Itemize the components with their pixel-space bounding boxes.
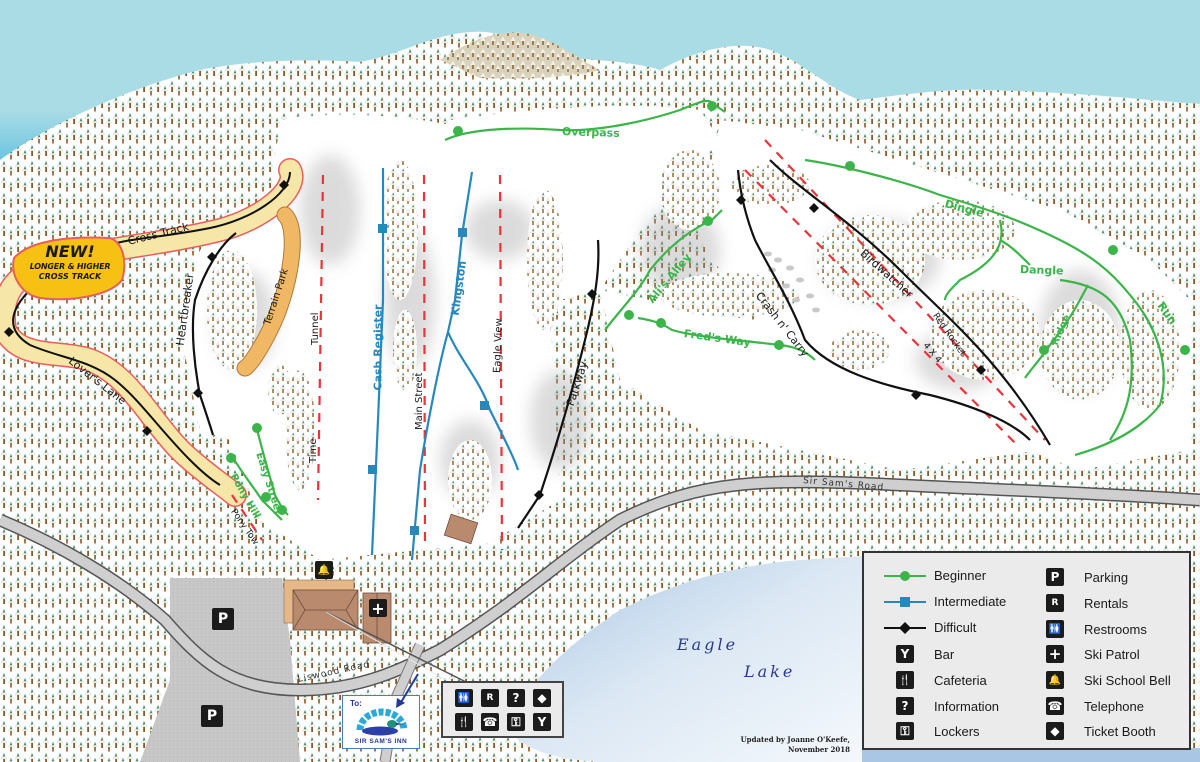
legend-item-restrooms: 🚻 Restrooms (1034, 620, 1147, 638)
legend-item-rentals: R Rentals (1034, 594, 1128, 612)
rentals-icon: R (1046, 594, 1064, 612)
lockers-icon: ⚿ (896, 722, 914, 740)
intermediate-trails (370, 168, 520, 561)
lake-label-line1: Eagle (677, 635, 739, 654)
lodge-amenities-box: 🚻 R ? ◆ 🍴 ☎ ⚿ Y (441, 681, 564, 738)
parking-icon[interactable]: P (212, 608, 234, 630)
legend-label: Bar (934, 646, 955, 662)
credit-line-1: Updated by Joanne O'Keefe, (740, 735, 850, 744)
legend-label: Rentals (1084, 595, 1129, 611)
legend-item-lockers: ⚿ Lockers (884, 722, 980, 740)
ski-school-bell-icon: 🔔 (1046, 671, 1064, 689)
legend-item-difficult: Difficult (884, 620, 976, 635)
legend-item-ticket-booth: ◆ Ticket Booth (1034, 722, 1156, 740)
new-cross-track-badge: NEW! LONGER & HIGHER CROSS TRACK (14, 238, 126, 302)
ski-patrol-icon: + (1046, 645, 1064, 663)
legend-label: Difficult (934, 620, 977, 635)
legend-label: Parking (1084, 569, 1129, 585)
legend-label: Restrooms (1084, 621, 1147, 637)
information-icon: ? (896, 697, 914, 715)
legend-label: Ski School Bell (1084, 672, 1171, 688)
legend-label: Ski Patrol (1084, 646, 1140, 662)
arrow-to-inn-icon (396, 673, 419, 708)
trail-label-overpass[interactable]: Overpass (561, 125, 621, 141)
legend-item-beginner: Beginner (884, 568, 986, 583)
lift-label-tunnel[interactable]: Tunnel (310, 312, 321, 345)
trail-label-cash-register[interactable]: Cash Register (371, 304, 385, 391)
inn-sign-name: SIR SAM'S INN (354, 738, 408, 745)
bar-icon: Y (896, 645, 914, 663)
legend-label: Beginner (934, 568, 987, 583)
badge-headline: NEW! (45, 242, 95, 261)
legend-item-telephone: ☎ Telephone (1034, 697, 1144, 715)
difficult-trails (191, 159, 1051, 529)
legend-item-bar: Y Bar (884, 645, 954, 663)
legend-label: Lockers (934, 723, 980, 739)
lifts (231, 139, 1046, 551)
legend-label: Intermediate (934, 594, 1007, 609)
badge-line-2: CROSS TRACK (38, 272, 102, 281)
ski-school-bell-icon[interactable]: 🔔 (315, 561, 333, 579)
parking-icon[interactable]: P (201, 705, 223, 727)
lift-label-main-street[interactable]: Main Street (414, 372, 425, 430)
distant-peak (440, 32, 600, 79)
new-badge-shape (12, 236, 126, 301)
ticket-booth-icon: ◆ (533, 689, 551, 707)
telephone-icon: ☎ (1046, 697, 1064, 715)
lake-label-line2: Lake (744, 662, 796, 681)
beginner-trail-icon (884, 570, 926, 581)
inn-sign-prefix: To: (350, 699, 362, 708)
lift-label-eagle-view[interactable]: Eagle View (492, 318, 505, 374)
legend-item-information: ? Information (884, 697, 999, 715)
ticket-booth-icon: ◆ (1046, 722, 1064, 740)
cafeteria-icon: 🍴 (455, 713, 473, 731)
legend-item-ski-school-bell: 🔔 Ski School Bell (1034, 671, 1171, 689)
map-credit: Updated by Joanne O'Keefe, November 2018 (738, 735, 850, 755)
eagle-lake (510, 556, 862, 762)
map-legend: Beginner Intermediate Difficult Y Bar 🍴 … (862, 551, 1191, 750)
ski-patrol-icon[interactable]: + (369, 599, 387, 618)
lower-forest (300, 470, 1200, 762)
legend-item-parking: P Parking (1034, 568, 1128, 586)
legend-item-cafeteria: 🍴 Cafeteria (884, 671, 987, 689)
cross-track (0, 158, 304, 507)
information-icon: ? (507, 689, 525, 707)
trail-label-dangle[interactable]: Dangle (1019, 263, 1064, 278)
telephone-icon: ☎ (481, 713, 499, 731)
legend-label: Cafeteria (934, 672, 987, 688)
restrooms-icon: 🚻 (455, 689, 473, 707)
badge-line-1: LONGER & HIGHER (29, 262, 111, 271)
cafeteria-icon: 🍴 (896, 671, 914, 689)
legend-label: Information (934, 698, 1000, 714)
bar-icon: Y (533, 713, 551, 731)
ski-run-clearings (180, 105, 1190, 560)
lift-label-time[interactable]: Time (308, 438, 319, 463)
rentals-icon: R (481, 689, 499, 707)
loon-logo-icon (356, 708, 408, 736)
intermediate-trail-icon (884, 596, 926, 607)
lodge-buildings (283, 513, 479, 689)
legend-item-intermediate: Intermediate (884, 594, 1006, 609)
legend-item-ski-patrol: + Ski Patrol (1034, 645, 1140, 663)
legend-label: Telephone (1084, 698, 1144, 714)
restrooms-icon: 🚻 (1046, 620, 1064, 638)
credit-line-2: November 2018 (788, 745, 850, 754)
difficult-trail-icon (884, 621, 926, 634)
legend-label: Ticket Booth (1084, 723, 1156, 739)
sir-sams-inn-sign[interactable]: To: SIR SAM'S INN (342, 695, 420, 749)
lockers-icon: ⚿ (507, 713, 525, 731)
parking-icon: P (1046, 568, 1064, 586)
